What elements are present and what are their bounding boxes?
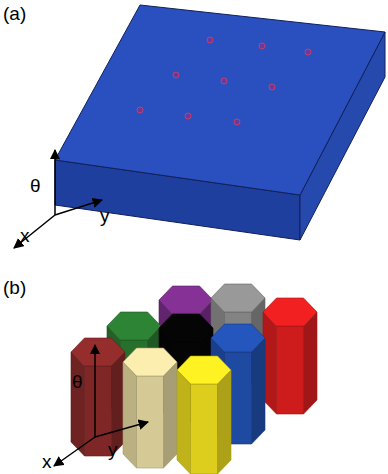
axis-label: x bbox=[42, 452, 52, 471]
axis-label: θ bbox=[72, 372, 83, 391]
prism-face bbox=[211, 284, 265, 312]
prism-face bbox=[107, 312, 161, 340]
prism-face bbox=[123, 348, 177, 376]
prism-face bbox=[71, 338, 125, 366]
axis-label: x bbox=[20, 226, 30, 245]
prism-face bbox=[177, 356, 231, 384]
prism-face bbox=[304, 312, 318, 414]
prism-face bbox=[159, 286, 213, 314]
simulation-slab bbox=[55, 5, 385, 240]
axis-label: y bbox=[108, 440, 118, 459]
axis-label: θ bbox=[30, 176, 41, 195]
prism-face bbox=[277, 326, 304, 414]
prism-face bbox=[123, 362, 137, 468]
panel-label: (a) bbox=[3, 4, 26, 23]
prism-face bbox=[164, 362, 178, 468]
prism-face bbox=[263, 298, 317, 326]
panel-label: (b) bbox=[3, 278, 26, 297]
prism-face bbox=[218, 370, 232, 474]
prism-face bbox=[177, 370, 191, 474]
prism-face bbox=[159, 314, 213, 342]
prism-face bbox=[71, 352, 85, 456]
prism-face bbox=[191, 384, 218, 474]
prism-face bbox=[137, 376, 164, 468]
prism-face bbox=[252, 338, 266, 444]
axis-label: y bbox=[100, 206, 110, 225]
prism-face bbox=[85, 366, 112, 456]
grain-prisms bbox=[71, 284, 317, 474]
prism-face bbox=[211, 324, 265, 352]
axes-a bbox=[14, 150, 102, 248]
axes-b bbox=[54, 345, 148, 466]
